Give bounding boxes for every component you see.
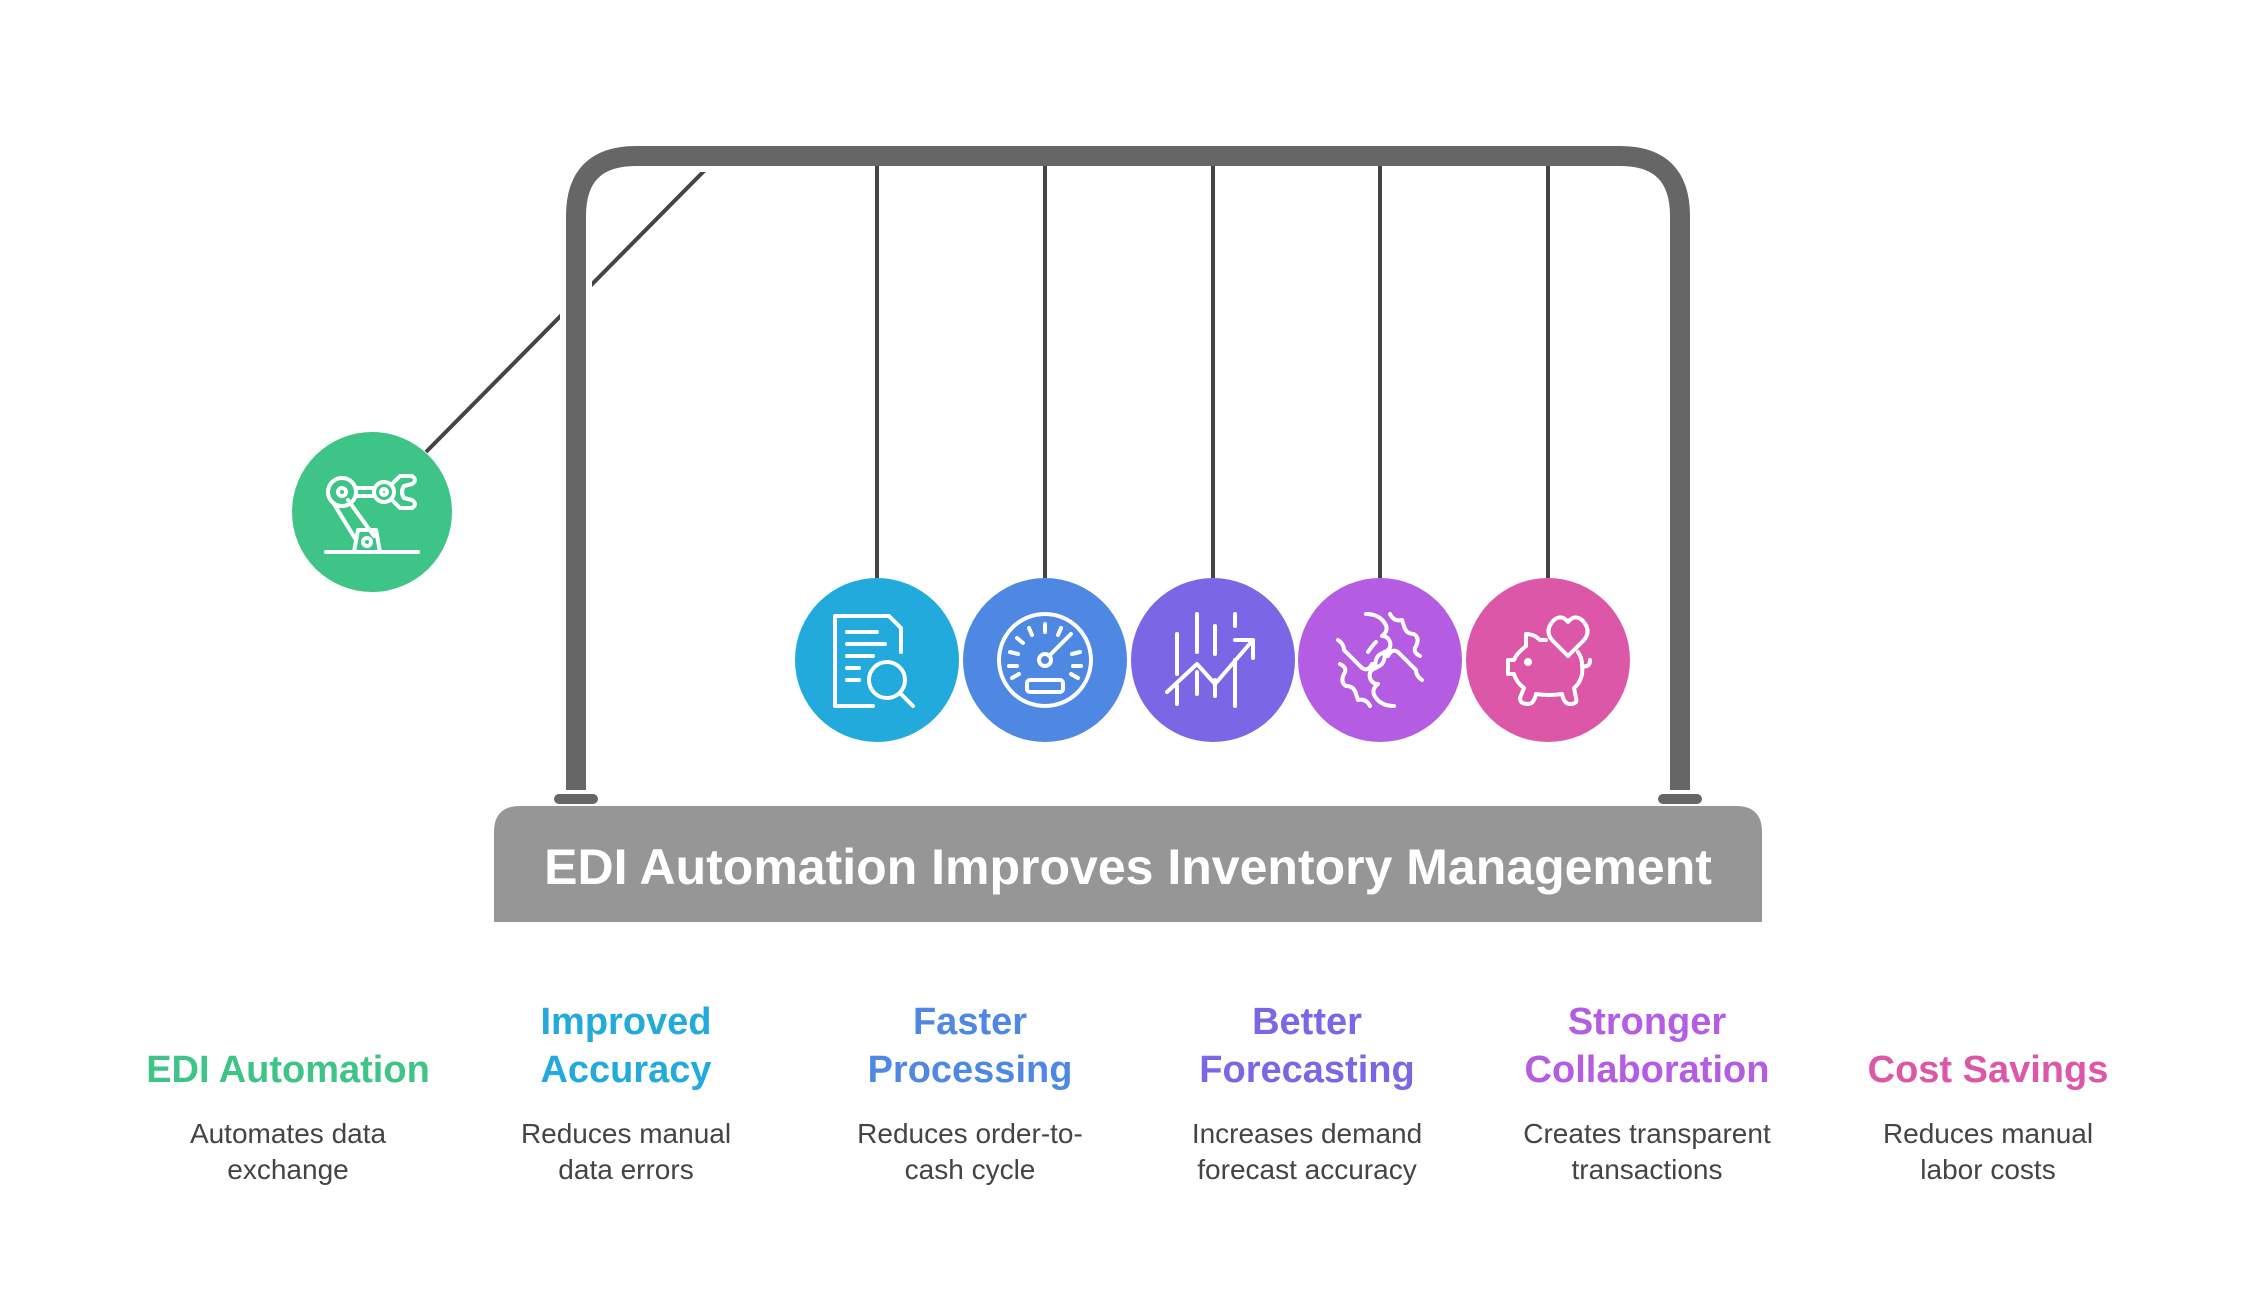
benefit-description: Reduces order-to-cash cycle: [805, 1116, 1135, 1188]
trend-chart-icon: [1165, 612, 1255, 708]
benefit-description-line: labor costs: [1920, 1154, 2056, 1185]
benefit-heading-line: Collaboration: [1524, 1049, 1770, 1091]
fist-bump-icon: [1336, 612, 1424, 708]
benefit-description: Reduces manual labor costs: [1823, 1116, 2153, 1188]
frame-foot-right: [1658, 794, 1702, 804]
ball-circle: [1298, 578, 1462, 742]
robotic-arm-icon: [324, 474, 420, 554]
ball-circle: [292, 432, 452, 592]
benefit-description-line: Creates transparent: [1523, 1118, 1771, 1149]
benefit-heading-line: Cost Savings: [1867, 1049, 2109, 1091]
cradle-ball: [1466, 578, 1630, 742]
benefit-heading-line: Stronger: [1567, 1001, 1727, 1043]
hanging-strings: [875, 166, 1550, 578]
benefit-description-line: data errors: [558, 1154, 694, 1185]
benefit-heading-line: Processing: [867, 1049, 1073, 1091]
benefit-heading-line: Better: [1252, 1001, 1362, 1043]
cradle-base: [494, 806, 1762, 922]
benefit-heading: EDI Automation: [123, 998, 453, 1094]
benefit-description-line: Increases demand: [1191, 1118, 1423, 1149]
benefit-description-line: Reduces order-to-: [857, 1118, 1083, 1149]
ball-circle: [1466, 578, 1630, 742]
benefit-description-line: forecast accuracy: [1197, 1154, 1417, 1185]
benefit-description: Increases demand forecast accuracy: [1142, 1116, 1472, 1188]
diagram-title: EDI Automation Improves Inventory Manage…: [544, 839, 1712, 895]
cradle-balls: [292, 432, 1630, 742]
cradle-ball: [1298, 578, 1462, 742]
benefit-description-line: Automates data: [189, 1118, 387, 1149]
cradle-ball: [1131, 578, 1295, 742]
frame-foot-left: [554, 794, 598, 804]
cradle-ball: [795, 578, 959, 742]
benefit-description: Automates data exchange: [123, 1116, 453, 1188]
benefit-description-line: Reduces manual: [1882, 1118, 2094, 1149]
benefit-description-line: exchange: [227, 1154, 349, 1185]
cradle-frame-bar: [566, 146, 1690, 790]
piggy-bank-heart-icon: [1506, 615, 1592, 706]
benefit-heading-line: Forecasting: [1199, 1049, 1415, 1091]
document-search-icon: [833, 614, 915, 708]
benefit-heading-line: Faster: [912, 1001, 1028, 1043]
benefit-description-line: Reduces manual: [520, 1118, 732, 1149]
benefit-description-line: transactions: [1571, 1154, 1723, 1185]
cradle-ball: [963, 578, 1127, 742]
benefit-description: Creates transparent transactions: [1482, 1116, 1812, 1188]
ball-circle: [795, 578, 959, 742]
benefit-description-line: cash cycle: [904, 1154, 1036, 1185]
benefit-description: Reduces manual data errors: [461, 1116, 791, 1188]
ball-circle: [963, 578, 1127, 742]
ball-circle: [1131, 578, 1295, 742]
benefit-heading-line: EDI Automation: [146, 1049, 430, 1091]
speedometer-icon: [997, 612, 1093, 708]
cradle-ball: [292, 432, 452, 592]
benefit-heading-line: Accuracy: [540, 1049, 712, 1091]
benefit-heading: Cost Savings: [1823, 998, 2153, 1094]
benefit-heading-line: Improved: [540, 1001, 712, 1043]
